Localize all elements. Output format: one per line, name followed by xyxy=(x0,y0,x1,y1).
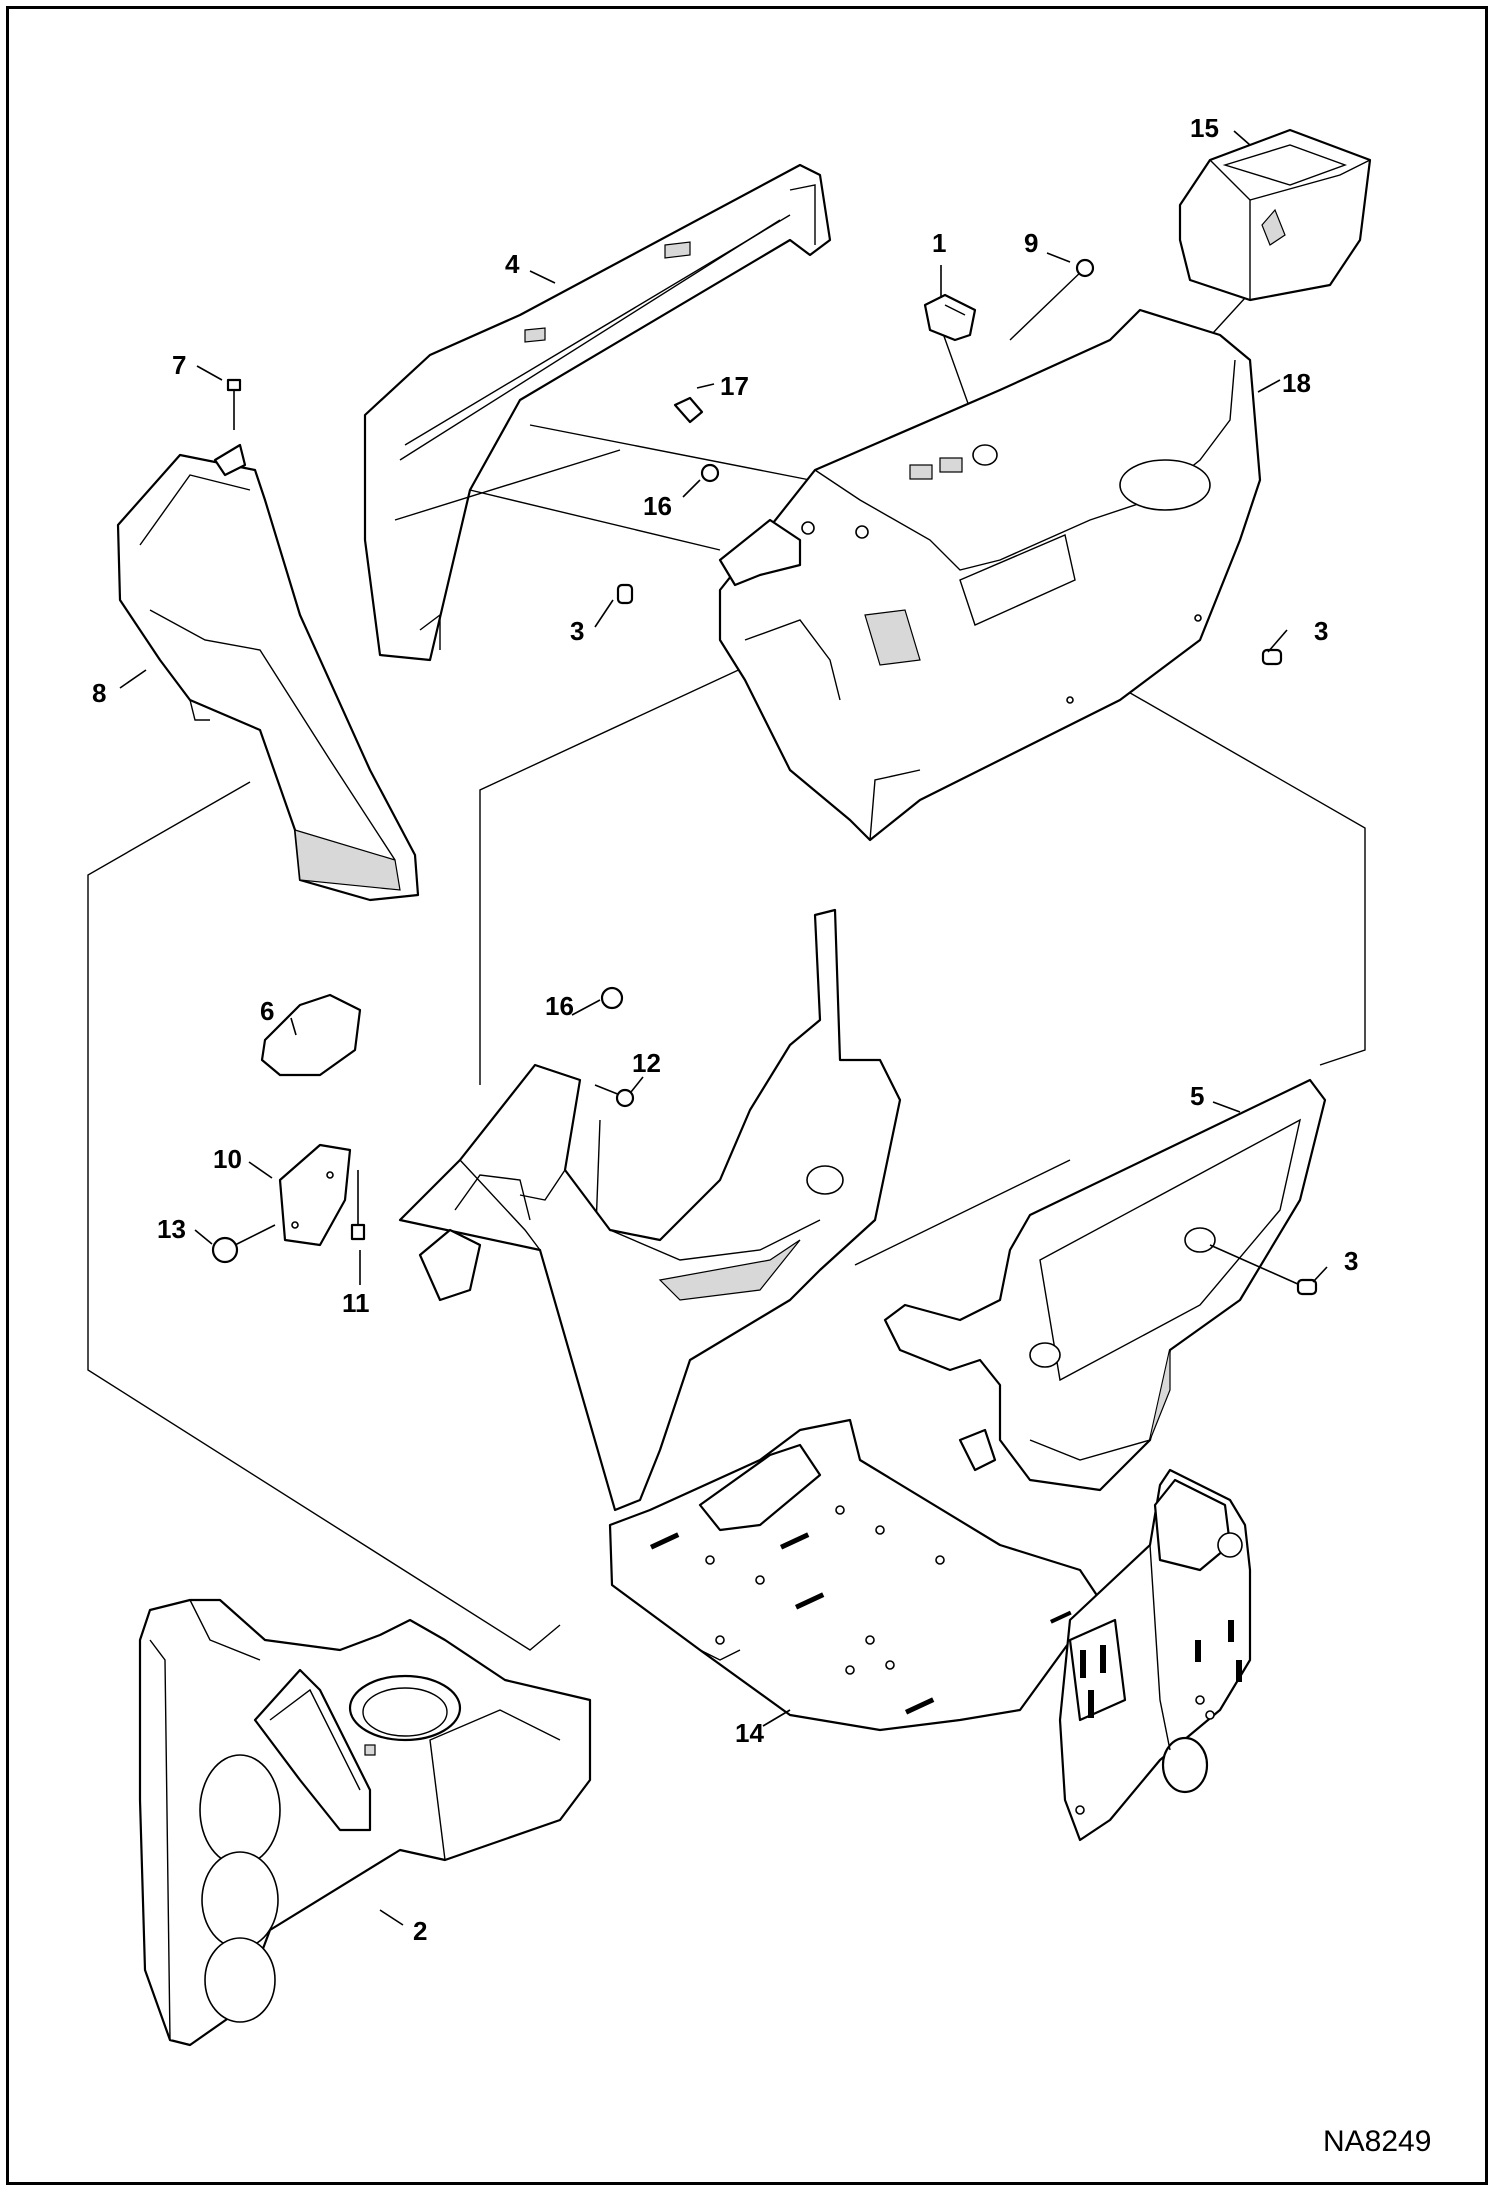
callout-leaders xyxy=(119,130,1328,1926)
callout-4: 4 xyxy=(505,249,520,279)
callout-1: 1 xyxy=(932,228,946,258)
floor-plate-slots xyxy=(650,1532,1072,1715)
callout-15: 15 xyxy=(1190,113,1219,143)
part-7-screw xyxy=(226,378,242,430)
callout-13: 13 xyxy=(157,1214,186,1244)
callout-9: 9 xyxy=(1024,228,1038,258)
part-14-floor-plate xyxy=(608,1418,1102,1732)
callout-3-left: 3 xyxy=(570,616,584,646)
central-frame-weldment xyxy=(398,908,902,1512)
callout-10: 10 xyxy=(213,1144,242,1174)
part-8-left-side-cover xyxy=(116,443,420,902)
part-1-clip xyxy=(923,293,977,342)
bracket-slots xyxy=(1080,1620,1242,1718)
callout-8: 8 xyxy=(92,678,106,708)
part-16-nut-top xyxy=(700,463,720,483)
callout-3-lower: 3 xyxy=(1344,1246,1358,1276)
callout-labels: 1 2 3 3 3 4 5 6 7 8 9 10 11 12 13 14 15 … xyxy=(92,113,1358,1946)
callout-16-lower: 16 xyxy=(545,991,574,1021)
pedal-bracket-assembly xyxy=(1058,1468,1252,1842)
callout-12: 12 xyxy=(632,1048,661,1078)
callout-16-top: 16 xyxy=(643,491,672,521)
part-16-nut-lower xyxy=(600,986,624,1010)
part-6-pad xyxy=(260,993,362,1077)
callout-18: 18 xyxy=(1282,368,1311,398)
callout-14: 14 xyxy=(735,1718,764,1748)
part-11-bolt xyxy=(350,1170,366,1241)
part-9-plug xyxy=(1075,258,1095,278)
callout-6: 6 xyxy=(260,996,274,1026)
callout-2: 2 xyxy=(413,1916,427,1946)
part-3-fastener-left xyxy=(616,583,634,605)
callout-17: 17 xyxy=(720,371,749,401)
part-15-cup-insert xyxy=(1178,128,1372,302)
floor-plate-holes xyxy=(705,1505,945,1675)
part-3-fastener-lower xyxy=(1209,1244,1318,1296)
part-17-clip xyxy=(673,396,704,424)
drawing-border xyxy=(6,6,1488,2185)
part-3-fastener-right xyxy=(1261,648,1283,666)
part-5-right-panel xyxy=(883,1078,1327,1492)
part-10-bracket xyxy=(278,1143,352,1247)
callout-3-right: 3 xyxy=(1314,616,1328,646)
drawing-code: NA8249 xyxy=(1323,2125,1431,2158)
part-13-pin xyxy=(211,1224,276,1264)
callout-7: 7 xyxy=(172,350,186,380)
part-2-lower-console xyxy=(138,1598,592,2047)
part-4-top-cover xyxy=(363,163,832,662)
callout-11: 11 xyxy=(342,1288,370,1318)
callout-5: 5 xyxy=(1190,1081,1204,1111)
part-12-pin xyxy=(594,1084,635,1108)
part-18-main-console xyxy=(718,308,1262,842)
